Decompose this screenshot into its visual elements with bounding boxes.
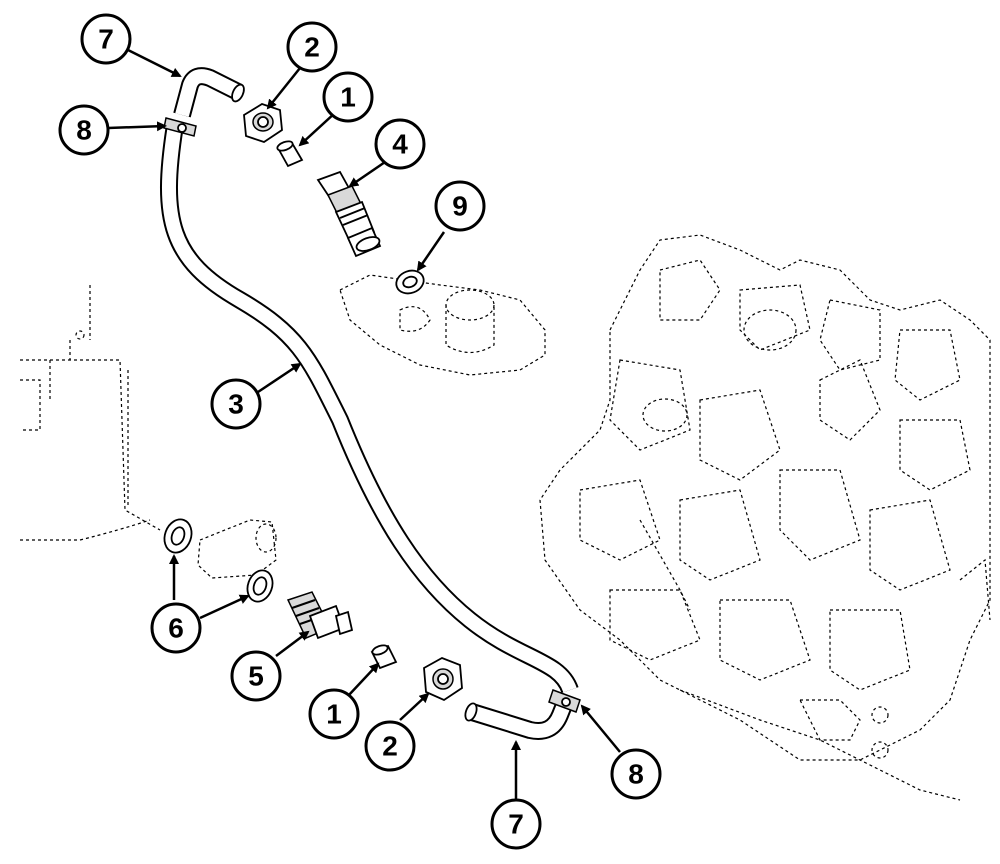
callout-7-top: 7 [80,13,132,65]
clamp-bottom [548,689,581,713]
callout-label: 5 [248,661,264,692]
nut-top [243,103,283,143]
callout-label: 7 [98,24,114,55]
callout-1-top: 1 [322,71,374,123]
washer-6-upper [163,518,193,554]
callout-label: 4 [392,129,408,160]
adapter [197,519,277,579]
callout-label: 8 [628,759,644,790]
callout-label: 1 [340,82,356,113]
callout-6: 6 [150,602,202,654]
washer-9 [395,269,425,295]
callout-label: 2 [382,731,398,762]
callout-8-top: 8 [58,104,110,156]
callout-2-top: 2 [286,21,338,73]
callout-5: 5 [230,650,282,702]
leader-lines [107,48,621,800]
elbow-bottom [464,696,575,740]
washer-6-lower [246,569,274,603]
fitting-5 [286,591,354,640]
callout-9: 9 [434,180,486,232]
callout-label: 6 [168,613,184,644]
callout-label: 9 [452,191,468,222]
engine-block-outline [539,234,991,801]
callout-8-bottom: 8 [610,748,662,800]
bracket-outline [20,285,161,541]
callout-4: 4 [374,118,426,170]
elbow-top [173,67,245,118]
ferrule-top [276,140,304,168]
hose [159,123,579,694]
callout-3: 3 [210,378,262,430]
callout-label: 1 [326,699,342,730]
callout-label: 7 [508,809,524,840]
callout-label: 2 [304,32,320,63]
callout-1-bottom: 1 [308,688,360,740]
manifold-plate-outline [339,274,546,376]
callout-label: 3 [228,389,244,420]
ferrule-bottom [370,644,398,670]
callout-2-bottom: 2 [364,720,416,772]
callout-7-bottom: 7 [490,798,542,850]
nut-bottom [423,657,463,702]
callout-label: 8 [76,115,92,146]
temp-sender [316,170,382,258]
